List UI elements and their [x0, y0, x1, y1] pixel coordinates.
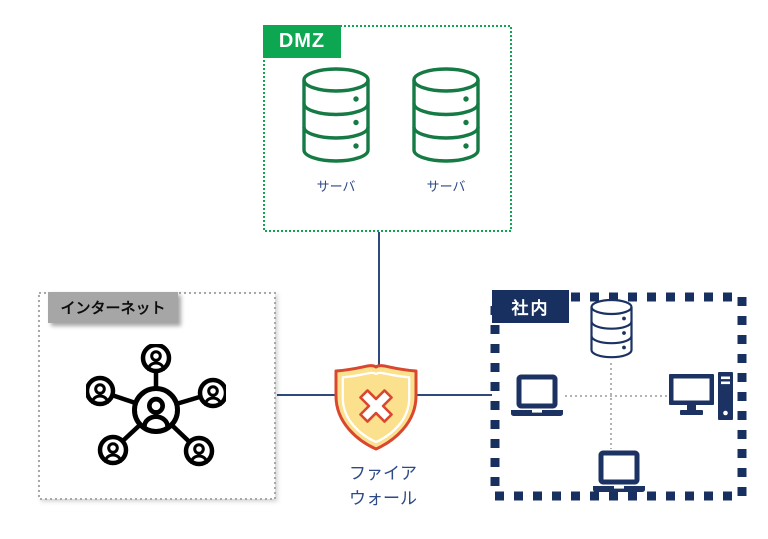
internal-zone-border: [490, 292, 747, 501]
internal-zone-label-text: 社内: [511, 299, 550, 318]
firewall-caption: ファイア ウォール: [349, 464, 417, 508]
server-icon: [300, 66, 372, 164]
dmz-zone-label: DMZ: [263, 25, 341, 58]
desktop-pc-icon: [668, 371, 734, 423]
database-icon: [589, 298, 634, 361]
shield-block-icon: [333, 360, 419, 454]
server-icon: [410, 66, 482, 164]
server-caption: サーバ: [316, 179, 356, 194]
internet-zone-label: インターネット: [48, 292, 178, 323]
internet-zone-label-text: インターネット: [60, 300, 166, 317]
user-network-icon: [86, 344, 226, 472]
server-caption: サーバ: [426, 179, 466, 194]
dmz-zone-label-text: DMZ: [278, 30, 326, 52]
laptop-icon: [510, 374, 564, 418]
laptop-icon: [592, 450, 646, 494]
internal-zone-label: 社内: [492, 290, 569, 323]
dmz-zone-border: [263, 25, 512, 232]
